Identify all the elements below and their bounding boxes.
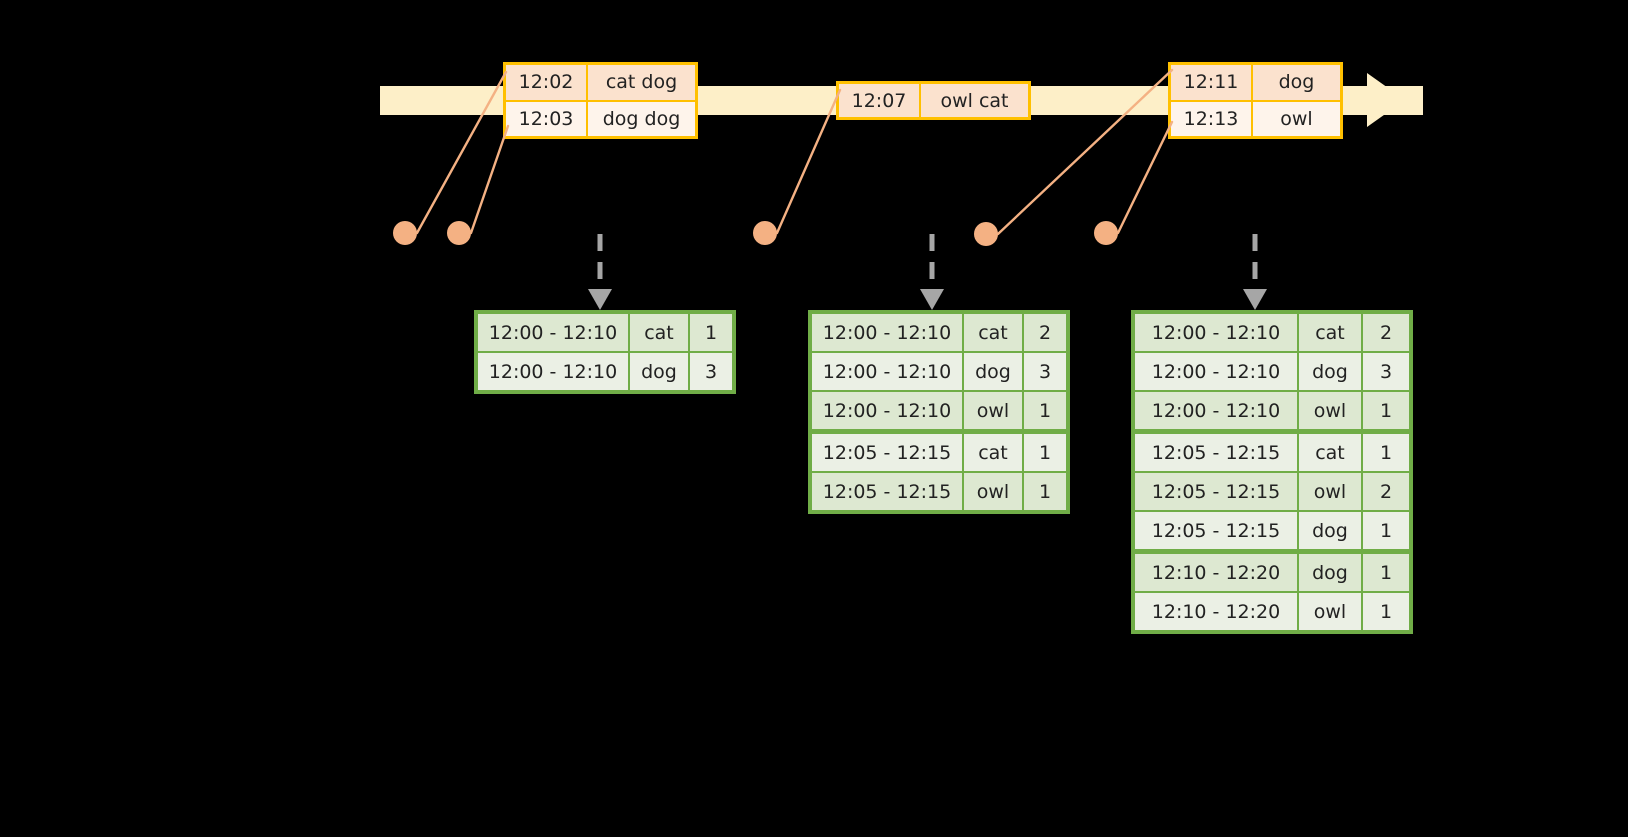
cell-window: 12:05 - 12:15 bbox=[1135, 512, 1297, 549]
event-box-3[interactable]: 12:11 dog 12:13 owl bbox=[1168, 62, 1343, 139]
dashed-arrow-head bbox=[588, 289, 612, 310]
cell-key: dog bbox=[1299, 554, 1361, 591]
cell-key: dog bbox=[964, 353, 1022, 390]
event-dot[interactable] bbox=[753, 221, 777, 245]
cell-key: dog bbox=[1299, 353, 1361, 390]
cell-count: 2 bbox=[1024, 314, 1066, 351]
cell-window: 12:00 - 12:10 bbox=[1135, 392, 1297, 429]
cell-key: cat bbox=[1299, 314, 1361, 351]
cell-count: 1 bbox=[1363, 593, 1409, 630]
cell-count: 1 bbox=[1024, 392, 1066, 429]
cell-count: 3 bbox=[1363, 353, 1409, 390]
cell-key: dog bbox=[630, 353, 688, 390]
cell-count: 1 bbox=[1363, 512, 1409, 549]
cell-key: owl bbox=[1299, 593, 1361, 630]
event-dot[interactable] bbox=[447, 221, 471, 245]
event-time: 12:02 bbox=[506, 65, 588, 100]
event-time: 12:07 bbox=[839, 84, 921, 117]
cell-count: 1 bbox=[1363, 554, 1409, 591]
cell-key: cat bbox=[630, 314, 688, 351]
cell-window: 12:05 - 12:15 bbox=[812, 473, 962, 510]
event-dot[interactable] bbox=[974, 222, 998, 246]
event-box-1[interactable]: 12:02 cat dog 12:03 dog dog bbox=[503, 62, 698, 139]
cell-window: 12:00 - 12:10 bbox=[1135, 314, 1297, 351]
dashed-arrow-head bbox=[920, 289, 944, 310]
cell-key: dog bbox=[1299, 512, 1361, 549]
event-value: cat dog bbox=[605, 71, 678, 94]
event-time: 12:13 bbox=[1171, 101, 1253, 136]
event-value: dog dog bbox=[602, 107, 681, 130]
cell-window: 12:05 - 12:15 bbox=[1135, 434, 1297, 471]
cell-window: 12:10 - 12:20 bbox=[1135, 554, 1297, 591]
cell-window: 12:05 - 12:15 bbox=[812, 434, 962, 471]
event-value: dog bbox=[1278, 71, 1315, 94]
event-dot[interactable] bbox=[1094, 221, 1118, 245]
cell-window: 12:00 - 12:10 bbox=[478, 353, 628, 390]
cell-key: owl bbox=[964, 473, 1022, 510]
cell-window: 12:05 - 12:15 bbox=[1135, 473, 1297, 510]
connector-line bbox=[469, 124, 510, 235]
cell-key: owl bbox=[1299, 473, 1361, 510]
cell-count: 2 bbox=[1363, 473, 1409, 510]
connector-line bbox=[1116, 120, 1174, 235]
event-row: 12:07 owl cat bbox=[839, 84, 1028, 117]
cell-window: 12:00 - 12:10 bbox=[812, 392, 962, 429]
cell-window: 12:00 - 12:10 bbox=[812, 353, 962, 390]
event-value: owl cat bbox=[940, 89, 1009, 112]
event-row: 12:11 dog bbox=[1171, 65, 1340, 100]
cell-key: cat bbox=[1299, 434, 1361, 471]
cell-count: 2 bbox=[1363, 314, 1409, 351]
cell-key: cat bbox=[964, 314, 1022, 351]
event-dot[interactable] bbox=[393, 221, 417, 245]
timeline-arrowhead bbox=[1367, 73, 1405, 127]
cell-count: 1 bbox=[690, 314, 732, 351]
event-time: 12:03 bbox=[506, 101, 588, 136]
cell-count: 1 bbox=[1024, 434, 1066, 471]
cell-count: 1 bbox=[1024, 473, 1066, 510]
cell-key: owl bbox=[964, 392, 1022, 429]
cell-key: owl bbox=[1299, 392, 1361, 429]
event-value: owl bbox=[1280, 107, 1313, 130]
event-time: 12:11 bbox=[1171, 65, 1253, 100]
cell-count: 3 bbox=[690, 353, 732, 390]
dashed-arrow-head bbox=[1243, 289, 1267, 310]
cell-count: 1 bbox=[1363, 434, 1409, 471]
cell-count: 1 bbox=[1363, 392, 1409, 429]
cell-window: 12:00 - 12:10 bbox=[1135, 353, 1297, 390]
cell-count: 3 bbox=[1024, 353, 1066, 390]
event-row: 12:02 cat dog bbox=[506, 65, 695, 100]
event-box-2[interactable]: 12:07 owl cat bbox=[836, 81, 1031, 120]
cell-window: 12:00 - 12:10 bbox=[812, 314, 962, 351]
cell-key: cat bbox=[964, 434, 1022, 471]
event-row: 12:03 dog dog bbox=[506, 99, 695, 136]
event-row: 12:13 owl bbox=[1171, 99, 1340, 136]
cell-window: 12:10 - 12:20 bbox=[1135, 593, 1297, 630]
cell-window: 12:00 - 12:10 bbox=[478, 314, 628, 351]
